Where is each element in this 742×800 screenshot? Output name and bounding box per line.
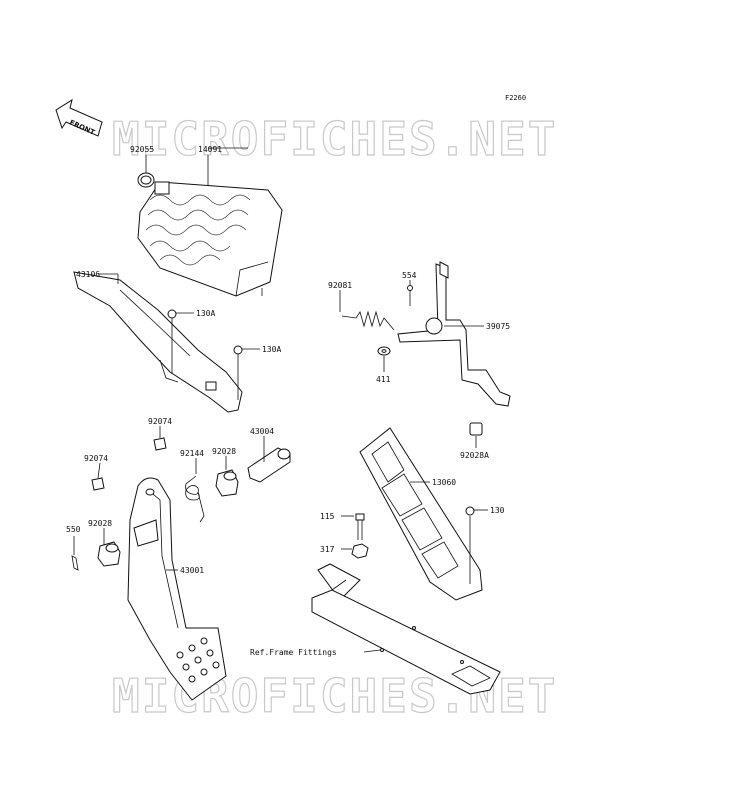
part-label: 92081 <box>328 281 352 290</box>
accelerator-plate-part <box>359 427 483 601</box>
part-label: 130 <box>490 506 505 515</box>
cotter-pin-550-part <box>71 555 79 571</box>
part-label: 43004 <box>250 427 274 436</box>
shaft-arm-part <box>397 261 511 407</box>
lever-bracket-part <box>73 271 243 413</box>
part-label: 115 <box>320 512 335 521</box>
part-label: 92028 <box>212 447 236 456</box>
pin-554-part <box>407 285 413 306</box>
part-label: 317 <box>320 545 335 554</box>
bushing-92074-upper-part <box>153 437 167 451</box>
brake-pedal-part <box>127 477 227 701</box>
spring-92144-part <box>185 475 205 523</box>
spring-92081-part <box>341 310 395 331</box>
part-label: 13060 <box>432 478 456 487</box>
bushing-92028-lower-part <box>97 541 121 567</box>
part-label: 43106 <box>76 270 100 279</box>
part-label: 43001 <box>180 566 204 575</box>
bushing-92028-upper-part <box>215 469 239 497</box>
bushing-92028a-part <box>469 422 483 436</box>
watermark-top: MICROFICHES.NET <box>112 112 557 166</box>
part-label: 92028 <box>88 519 112 528</box>
part-label: 411 <box>376 375 391 384</box>
part-label: 92074 <box>84 454 108 463</box>
part-label: 92055 <box>130 145 154 154</box>
part-label: 130A <box>196 309 215 318</box>
part-label: 554 <box>402 271 417 280</box>
part-label: 92144 <box>180 449 204 458</box>
leader-lines <box>73 147 488 653</box>
part-label: 92074 <box>148 417 172 426</box>
part-label: 130A <box>262 345 281 354</box>
front-arrow-icon: FRONT <box>55 98 103 137</box>
shaft-43004-part <box>247 447 291 483</box>
part-label: 92028A <box>460 451 489 460</box>
nut-317-part <box>351 543 369 559</box>
part-label: 14091 <box>198 145 222 154</box>
frame-fitting-part <box>311 563 501 695</box>
bushing-92074-lower-part <box>91 477 105 491</box>
washer-411-part <box>377 346 391 356</box>
part-label: 550 <box>66 525 81 534</box>
part-label: 39075 <box>486 322 510 331</box>
boot-cover-part <box>137 181 283 297</box>
figure-code: F2260 <box>505 94 526 102</box>
o-ring-part <box>137 172 155 188</box>
bolt-115-part <box>355 513 365 540</box>
reference-note: Ref.Frame Fittings <box>250 648 337 657</box>
